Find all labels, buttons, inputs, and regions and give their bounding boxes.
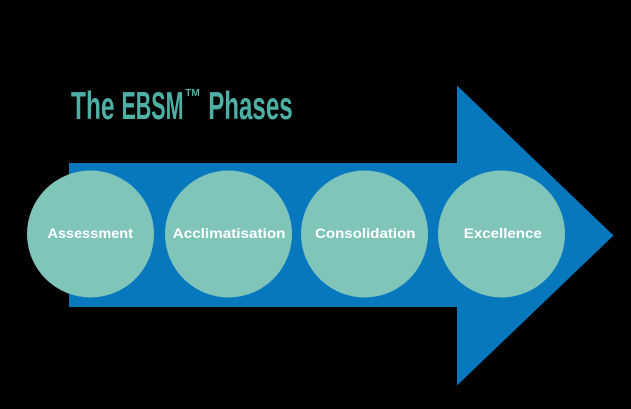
svg-text:Assessment: Assessment: [48, 225, 134, 241]
svg-text:TM: TM: [185, 88, 200, 99]
svg-text:Phases: Phases: [208, 85, 293, 128]
svg-text:Excellence: Excellence: [464, 225, 542, 241]
svg-text:Acclimatisation: Acclimatisation: [173, 225, 286, 241]
svg-text:The: The: [71, 85, 115, 128]
svg-text:Consolidation: Consolidation: [315, 225, 416, 241]
svg-text:EBSM: EBSM: [122, 85, 184, 128]
